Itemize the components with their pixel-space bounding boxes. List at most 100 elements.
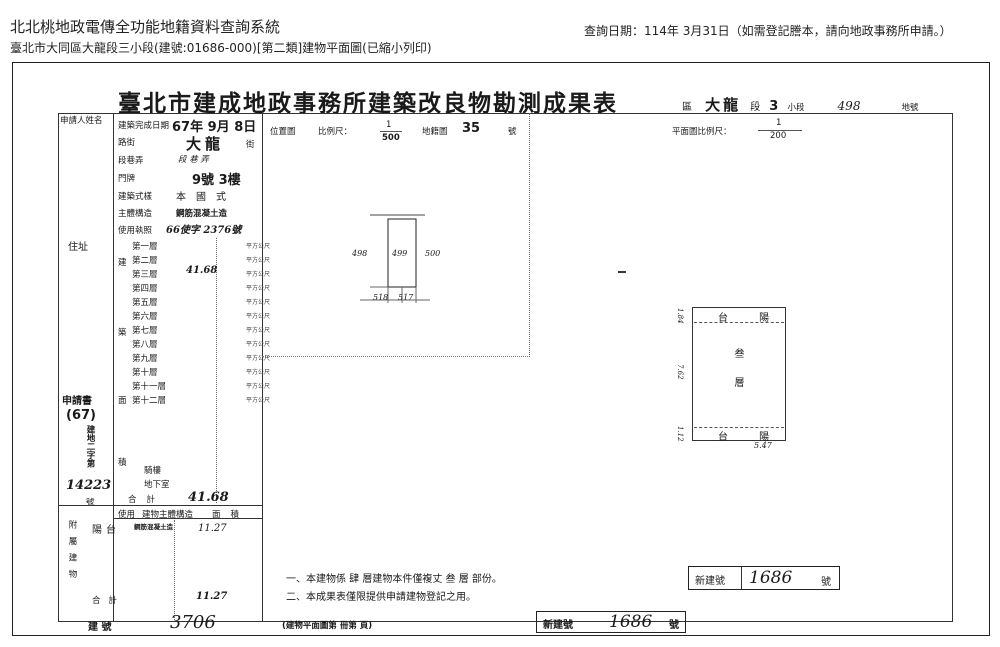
plan-dim-side: 7.62 [676,364,684,380]
unit: 平方公尺 [246,299,271,306]
map-divider [262,356,530,357]
structure-value: 鋼筋混凝土造 [176,209,228,219]
unit: 平方公尺 [246,327,271,334]
unit: 平方公尺 [246,355,271,362]
unit: 平方公尺 [246,271,271,278]
balcony-structure: 鋼筋混凝土造 [134,523,173,531]
usage-area-label: 面積 [212,510,250,520]
annex-total-label: 合計 [92,596,126,606]
floor-row: 積 [118,458,127,468]
query-date: 查詢日期：114年 3月31日（如需登記謄本，請向地政事務所申請。） [584,24,952,38]
floor-row: 第八層 [132,340,158,350]
plan-dim-width: 5.47 [754,441,772,450]
application-text: 建地二字第 [85,425,95,468]
unit: 平方公尺 [246,369,271,376]
door-number-label: 門牌 [118,174,136,184]
plan-top-label: 台 陽 [718,313,784,324]
floors-suffix: 面 [118,396,127,406]
floor-plan-scale-label: 平面圖比例尺： [672,127,732,137]
balcony-area: 11.27 [198,523,227,534]
location-scale-num: 1 [386,120,392,130]
lot-label: 地號 [901,103,919,113]
location-sketch [360,214,430,303]
unit: 平方公尺 [246,257,271,264]
lane-label: 段巷弄 [118,156,144,166]
location-scale-den: 500 [382,133,400,143]
divider [262,113,263,622]
floor-row: 第十一層 [132,382,167,392]
note-2: 二、本成果表僅限提供申請建物登記之用。 [286,592,476,603]
floor-row: 第五層 [132,298,158,308]
new-number-suffix: 號 [821,577,831,588]
application-label: 申請書 [62,396,92,407]
unit-column: 平方公尺 平方公尺 平方公尺 平方公尺 平方公尺 平方公尺 平方公尺 平方公尺 … [246,240,270,408]
floor3-area: 41.68 [186,265,218,276]
permit-label: 使用執照 [118,226,153,236]
lot-d: 518 [373,293,389,302]
form-frame [58,113,953,622]
floor-row: 第一層 [132,242,158,252]
note-1: 一、本建物係 肆 層建物本件僅複丈 叁 層 部份。 [286,574,502,585]
scale-line [380,131,402,132]
annex-total-value: 11.27 [196,591,228,602]
footer-new-number-label: 新建號 [543,620,573,631]
plan-mark [618,271,626,273]
application-suffix: 號 [86,498,95,508]
district-label: 區 [682,102,692,113]
document-subtitle: 臺北市大同區大龍段三小段(建號:01686-000)[第二類]建物平面圖(已縮小… [10,41,432,55]
divider [741,567,742,589]
total-value: 41.68 [188,490,229,505]
floor-row: 第九層 [132,354,158,364]
building-type-label: 建築式樣 [118,192,153,202]
system-title: 北北桃地政電傳全功能地籍資料查詢系統 [10,18,281,36]
document-title: 臺北市建成地政事務所建築改良物勘測成果表 [118,90,618,117]
unit: 平方公尺 [246,313,271,320]
applicant-label: 申請人姓名 [60,116,103,126]
unit: 平方公尺 [246,285,271,292]
road-value: 大龍 [186,135,225,153]
footer-building-label: 建 號 [88,622,112,633]
balcony-line-bottom [694,427,784,428]
usage-structure-label: 建物主體構造 [142,510,194,520]
district-header: 區 大龍 段 3 小段 498 地號 [682,94,919,115]
unit: 平方公尺 [246,383,271,390]
district-name: 大龍 [705,96,742,114]
unit: 平方公尺 [246,397,271,404]
divider [58,505,262,506]
cadastral-sheet-suffix: 號 [508,127,517,137]
section-number: 3 [769,99,779,114]
floor-dots [216,238,217,503]
lot-b: 499 [392,249,408,258]
build-date-label: 建築完成日期 [118,121,170,131]
new-number-box: 新建號 1686 號 [688,566,840,590]
new-number-value: 1686 [749,568,793,588]
footer-new-number-box: 新建號 1686 號 [536,611,686,633]
balcony-line-top [694,322,784,323]
floor-row: 第四層 [132,284,158,294]
total-label: 合計 [128,495,166,505]
map-divider [529,113,530,357]
application-year: (67) [66,408,96,423]
floor-plan-scale-den: 200 [770,131,787,141]
survey-sheet [12,62,990,636]
plan-bottom-label: 台 陽 [718,432,784,443]
section-label: 段 [750,102,761,113]
divider [113,518,262,519]
floor-row: 第七層 [132,326,158,336]
plan-dim-bottom: 1.12 [676,426,684,442]
cadastral-sheet-value: 35 [462,121,481,136]
lane-value: 段 巷 弄 [178,155,209,165]
new-number-label: 新建號 [695,576,725,587]
lot-a: 498 [352,249,368,258]
application-number: 14223 [66,478,112,493]
floor-row: 第十二層 [132,396,167,406]
road-suffix: 街 [246,140,255,150]
lot-e: 517 [398,293,414,302]
location-map-label: 位置圖 [270,127,296,137]
footer-building-value: 3706 [170,612,216,633]
floor-row: 騎樓 [144,466,162,476]
floor-row: 第六層 [132,312,158,322]
location-scale-label: 比例尺： [318,127,353,137]
unit: 平方公尺 [246,243,271,250]
annex-dots [174,520,175,620]
